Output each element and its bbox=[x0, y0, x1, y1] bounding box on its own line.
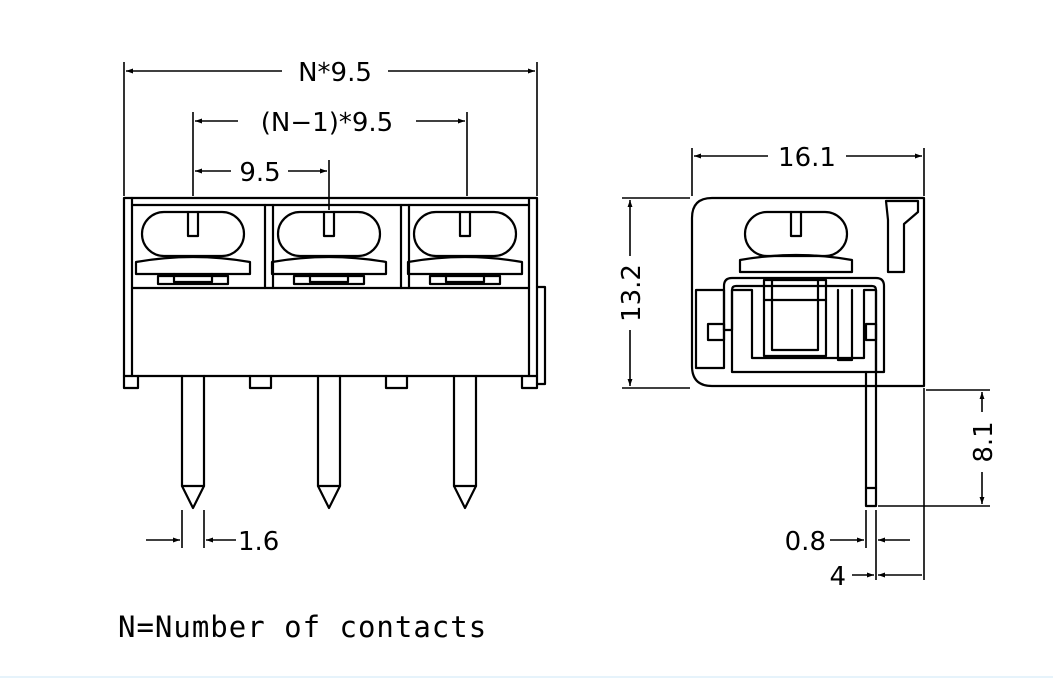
dim-pitch-span: (N−1)*9.5 bbox=[195, 108, 465, 138]
dim-total-width-label: N*9.5 bbox=[298, 58, 372, 88]
dim-pin-offset-label: 4 bbox=[829, 562, 846, 592]
side-body-outline bbox=[690, 196, 926, 388]
dim-pin-length: 8.1 bbox=[969, 392, 999, 504]
dim-pin-thickness-label: 0.8 bbox=[785, 527, 826, 557]
dim-pin-width: 1.6 bbox=[146, 527, 279, 557]
bottom-divider bbox=[0, 676, 1053, 678]
dim-pin-thickness: 0.8 bbox=[785, 527, 910, 557]
dim-height: 13.2 bbox=[617, 200, 647, 386]
screw-terminal-2 bbox=[270, 210, 388, 286]
side-view: 16.1 13.2 8.1 0.8 4 bbox=[617, 143, 999, 592]
pins bbox=[180, 374, 478, 510]
dim-pitch: 9.5 bbox=[195, 158, 327, 188]
contacts-note: N=Number of contacts bbox=[118, 610, 487, 644]
dim-pin-length-label: 8.1 bbox=[969, 421, 999, 462]
dim-total-width: N*9.5 bbox=[126, 58, 535, 88]
dim-pitch-span-label: (N−1)*9.5 bbox=[261, 108, 393, 138]
dim-pin-offset: 4 bbox=[829, 562, 922, 592]
dim-pitch-label: 9.5 bbox=[239, 158, 280, 188]
front-view: N*9.5 (N−1)*9.5 9.5 1.6 bbox=[122, 58, 547, 557]
dim-height-label: 13.2 bbox=[617, 264, 647, 322]
dim-side-width: 16.1 bbox=[694, 143, 922, 173]
screw-terminal-3 bbox=[406, 210, 524, 286]
screw-terminal-1 bbox=[134, 210, 252, 286]
dim-side-width-label: 16.1 bbox=[778, 143, 836, 173]
dim-pin-width-label: 1.6 bbox=[238, 527, 279, 557]
